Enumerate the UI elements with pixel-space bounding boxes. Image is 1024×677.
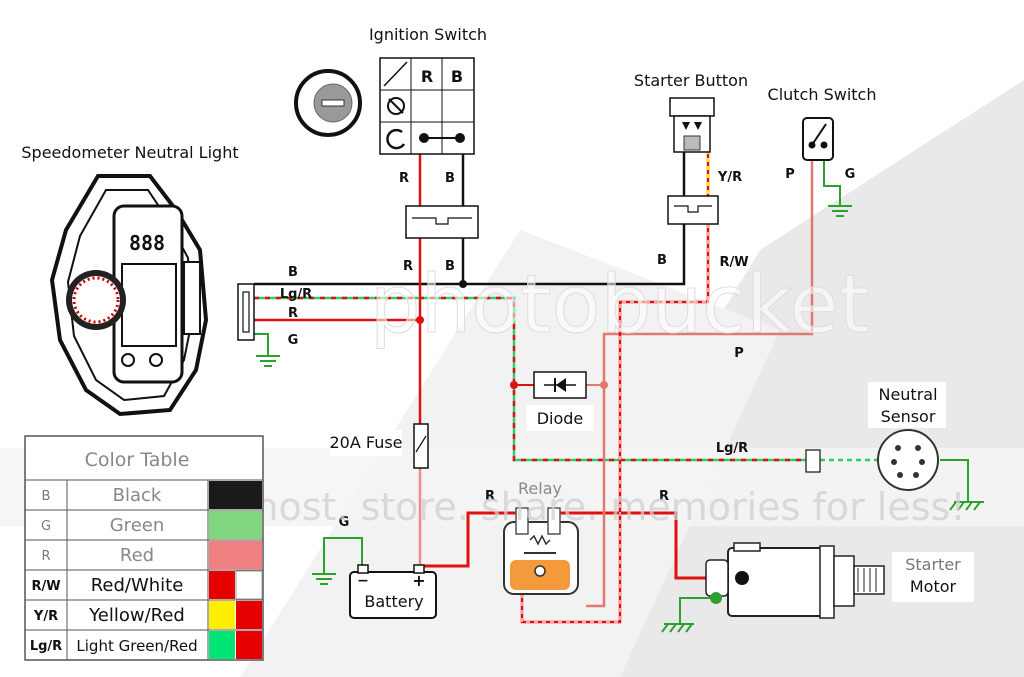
junction-dot [416, 316, 424, 324]
relay-symbol [503, 507, 579, 595]
wire-label: G [339, 515, 350, 530]
color-swatch [209, 511, 262, 539]
wire-green [323, 537, 363, 574]
wire-light-green-red [254, 296, 808, 462]
fuse-label-bg [330, 430, 402, 456]
ground-symbol [312, 573, 336, 585]
ground-symbol [949, 501, 984, 511]
wire-label: P [785, 167, 795, 182]
neutral-sensor-symbol [877, 429, 939, 491]
starter-motor-label: Motor [910, 577, 957, 596]
color-code: R [41, 549, 50, 564]
wire-green [823, 160, 841, 206]
fuse-label: 20A Fuse [329, 433, 402, 452]
ground-symbol [661, 623, 694, 633]
clutch-switch-symbol [802, 117, 834, 161]
wire-label: R [403, 259, 413, 274]
wire-label: R [288, 306, 298, 321]
starter-connector [667, 195, 719, 225]
color-name: Red [120, 545, 154, 566]
color-name: Light Green/Red [76, 637, 197, 655]
color-swatch [236, 631, 262, 659]
wire-green [679, 597, 716, 624]
ignition-switch-table [379, 57, 475, 155]
battery-positive: + [412, 571, 425, 590]
wire-label: Lg/R [716, 441, 748, 456]
wire-label: R [485, 489, 495, 504]
starter-motor-label-bg [892, 552, 974, 602]
wire-label: Y/R [717, 170, 742, 185]
battery-label: Battery [364, 592, 423, 611]
wire-green [940, 459, 969, 502]
ignition-col-r: R [421, 67, 433, 86]
color-code: Lg/R [30, 639, 62, 654]
speedometer-display: 888 [129, 231, 165, 255]
color-swatch [209, 631, 235, 659]
junction-dot [459, 280, 467, 288]
color-name: Red/White [91, 575, 184, 596]
color-code: R/W [31, 579, 60, 594]
color-table-title: Color Table [85, 449, 190, 471]
relay-label: Relay [518, 479, 562, 498]
sensor-connector [805, 449, 821, 473]
color-swatch [235, 570, 263, 600]
wire-label: R [399, 171, 409, 186]
neutral-sensor-label: Sensor [881, 407, 936, 426]
wire-pink [586, 160, 814, 608]
wire-black [254, 224, 686, 286]
starter-button-symbol [669, 97, 715, 153]
speedometer-connector [237, 283, 255, 341]
neutral-sensor-label-bg [868, 382, 946, 428]
starter-button-label: Starter Button [634, 71, 748, 90]
color-swatch [209, 541, 262, 569]
starter-motor-symbol [705, 542, 885, 619]
wire-label: G [288, 333, 299, 348]
ignition-col-b: B [451, 67, 463, 86]
ground-symbol [828, 205, 852, 217]
battery-symbol [349, 564, 437, 619]
color-swatch [209, 601, 235, 629]
color-name: Yellow/Red [88, 605, 185, 626]
ignition-switch-label: Ignition Switch [369, 25, 487, 44]
wire-green [254, 333, 269, 356]
neutral-sensor-label: Neutral [878, 385, 937, 404]
diode-label: Diode [537, 409, 584, 428]
wire-label: R/W [719, 255, 748, 270]
starter-motor-label: Starter [905, 555, 961, 574]
diode-label-bg [526, 405, 594, 431]
color-code: G [41, 519, 51, 534]
color-name: Green [110, 515, 165, 536]
fuse-symbol [413, 423, 429, 469]
speedometer-label: Speedometer Neutral Light [21, 143, 238, 162]
color-swatch [236, 601, 262, 629]
color-code: B [42, 489, 51, 504]
watermark-banner: host. store. share. memories for less! [254, 485, 965, 529]
wire-label: P [734, 346, 744, 361]
watermark-brand: photobucket [370, 258, 870, 351]
ignition-key-symbol [294, 69, 362, 137]
wire-label: G [845, 167, 856, 182]
wire-label: Lg/R [280, 287, 312, 302]
wire-label: B [288, 265, 298, 280]
clutch-switch-label: Clutch Switch [768, 85, 877, 104]
color-swatch [209, 571, 235, 599]
battery-negative: − [357, 573, 369, 589]
color-name: Black [113, 485, 162, 506]
speedometer-symbol [49, 174, 209, 417]
wire-red-white [521, 224, 709, 623]
wire-label: R [659, 489, 669, 504]
color-code: Y/R [33, 609, 58, 624]
diode-symbol [533, 371, 587, 399]
wire-label: B [445, 259, 455, 274]
wire-label: B [657, 253, 667, 268]
wire-label: B [445, 171, 455, 186]
ignition-connector [405, 205, 479, 239]
color-swatch [209, 481, 262, 509]
ground-symbol [256, 355, 280, 367]
